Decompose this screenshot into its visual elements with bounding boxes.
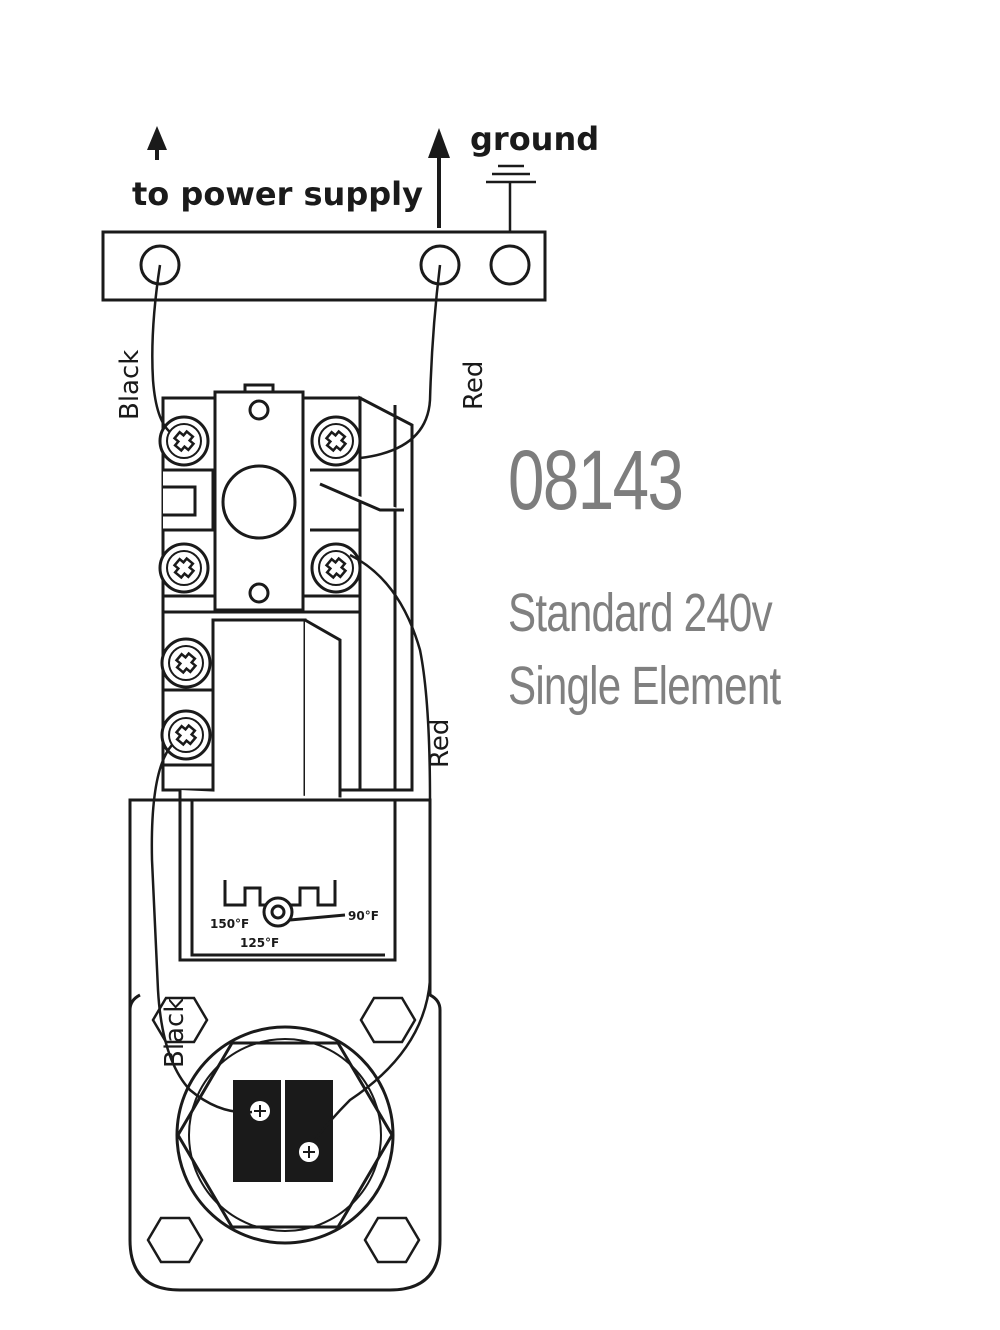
heating-element [175, 1025, 395, 1245]
ground-label: ground [470, 120, 599, 158]
terminal-hole [489, 244, 531, 286]
element-type-label: Single Element [508, 656, 781, 716]
wire-label-red: Red [425, 719, 455, 768]
screw-icon [158, 415, 210, 467]
wire-label-black: Black [160, 998, 190, 1068]
wire-label-black: Black [115, 350, 145, 420]
screw-icon [310, 415, 362, 467]
dial-low-label: 90°F [348, 909, 379, 923]
arrow-up-icon [428, 128, 450, 228]
arrow-up-icon [147, 126, 167, 160]
wire-label-red: Red [459, 361, 489, 410]
screw-icon [160, 637, 212, 689]
dial-mid-label: 125°F [240, 936, 279, 950]
hex-nut-icon [363, 1216, 421, 1264]
voltage-label: Standard 240v [508, 583, 773, 643]
hex-nut-icon [359, 996, 417, 1044]
terminal-block [101, 230, 547, 302]
model-number: 08143 [508, 433, 684, 527]
power-supply-label: to power supply [132, 175, 423, 213]
thermostat [161, 383, 414, 962]
screw-icon [160, 709, 212, 761]
wires [150, 264, 442, 1141]
hex-nut-icon [146, 1216, 204, 1264]
screw-icon [310, 542, 362, 594]
screw-icon [158, 542, 210, 594]
dial-high-label: 150°F [210, 917, 249, 931]
